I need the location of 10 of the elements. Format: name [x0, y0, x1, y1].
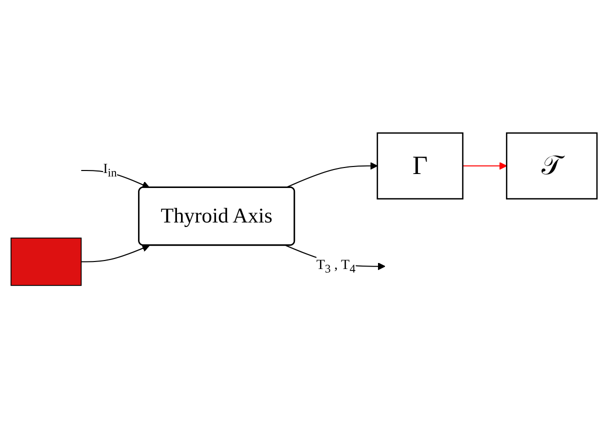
arrow — [462, 162, 507, 170]
feedback-diagram: I$_{in}$ T$_{3}$ , T$_{4}$ Thyroid Axis Γ 𝒯 — [4, 126, 604, 298]
arrow — [81, 244, 150, 262]
node-bar — [10, 238, 82, 286]
arrow — [286, 162, 378, 188]
edge-label: I$_{in}$ — [103, 162, 117, 180]
edge-label: T$_{3}$ , T$_{4}$ — [316, 257, 356, 276]
arrow — [81, 170, 150, 188]
node-box — [376, 132, 464, 200]
node-box — [506, 132, 598, 200]
